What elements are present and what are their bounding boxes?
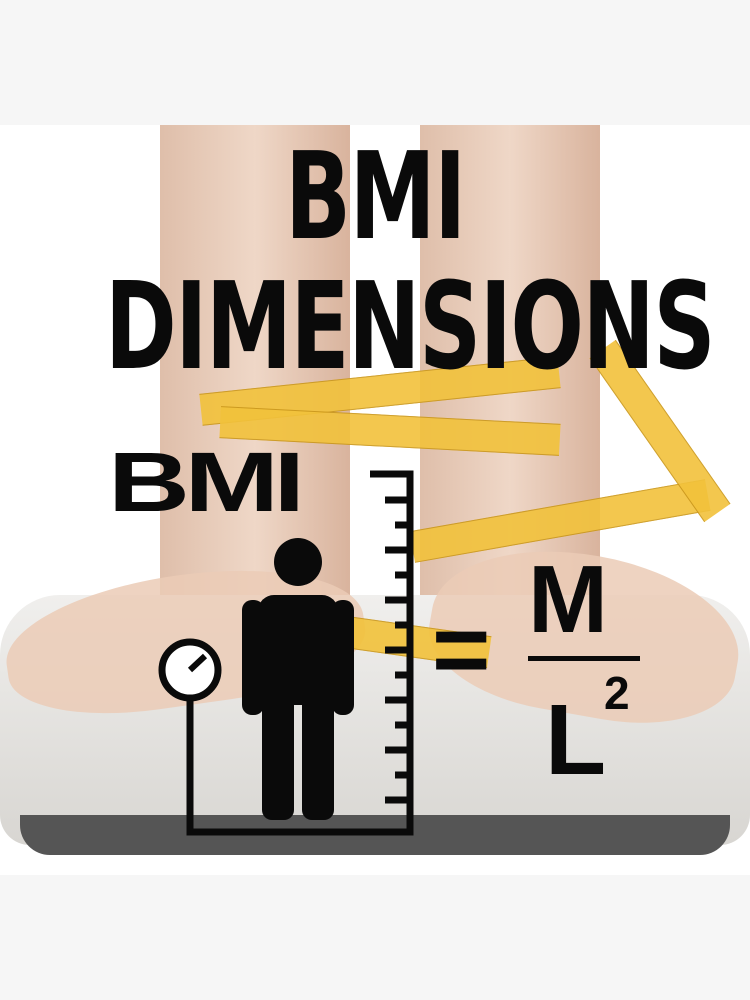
scale-gauge-icon (158, 638, 222, 702)
fraction-bar (528, 656, 640, 661)
equals-sign: = (432, 594, 491, 706)
product-artwork (0, 125, 750, 875)
denominator: L (545, 684, 607, 796)
height-ruler-icon (186, 470, 414, 836)
person-icon (242, 538, 354, 820)
bmi-illustration (158, 470, 414, 836)
title-line-1: BMI (285, 128, 466, 267)
formula-label: BMI (108, 435, 305, 529)
title-line-2: DIMENSIONS (105, 258, 716, 397)
exponent: 2 (604, 667, 630, 719)
numerator: M (528, 546, 608, 653)
